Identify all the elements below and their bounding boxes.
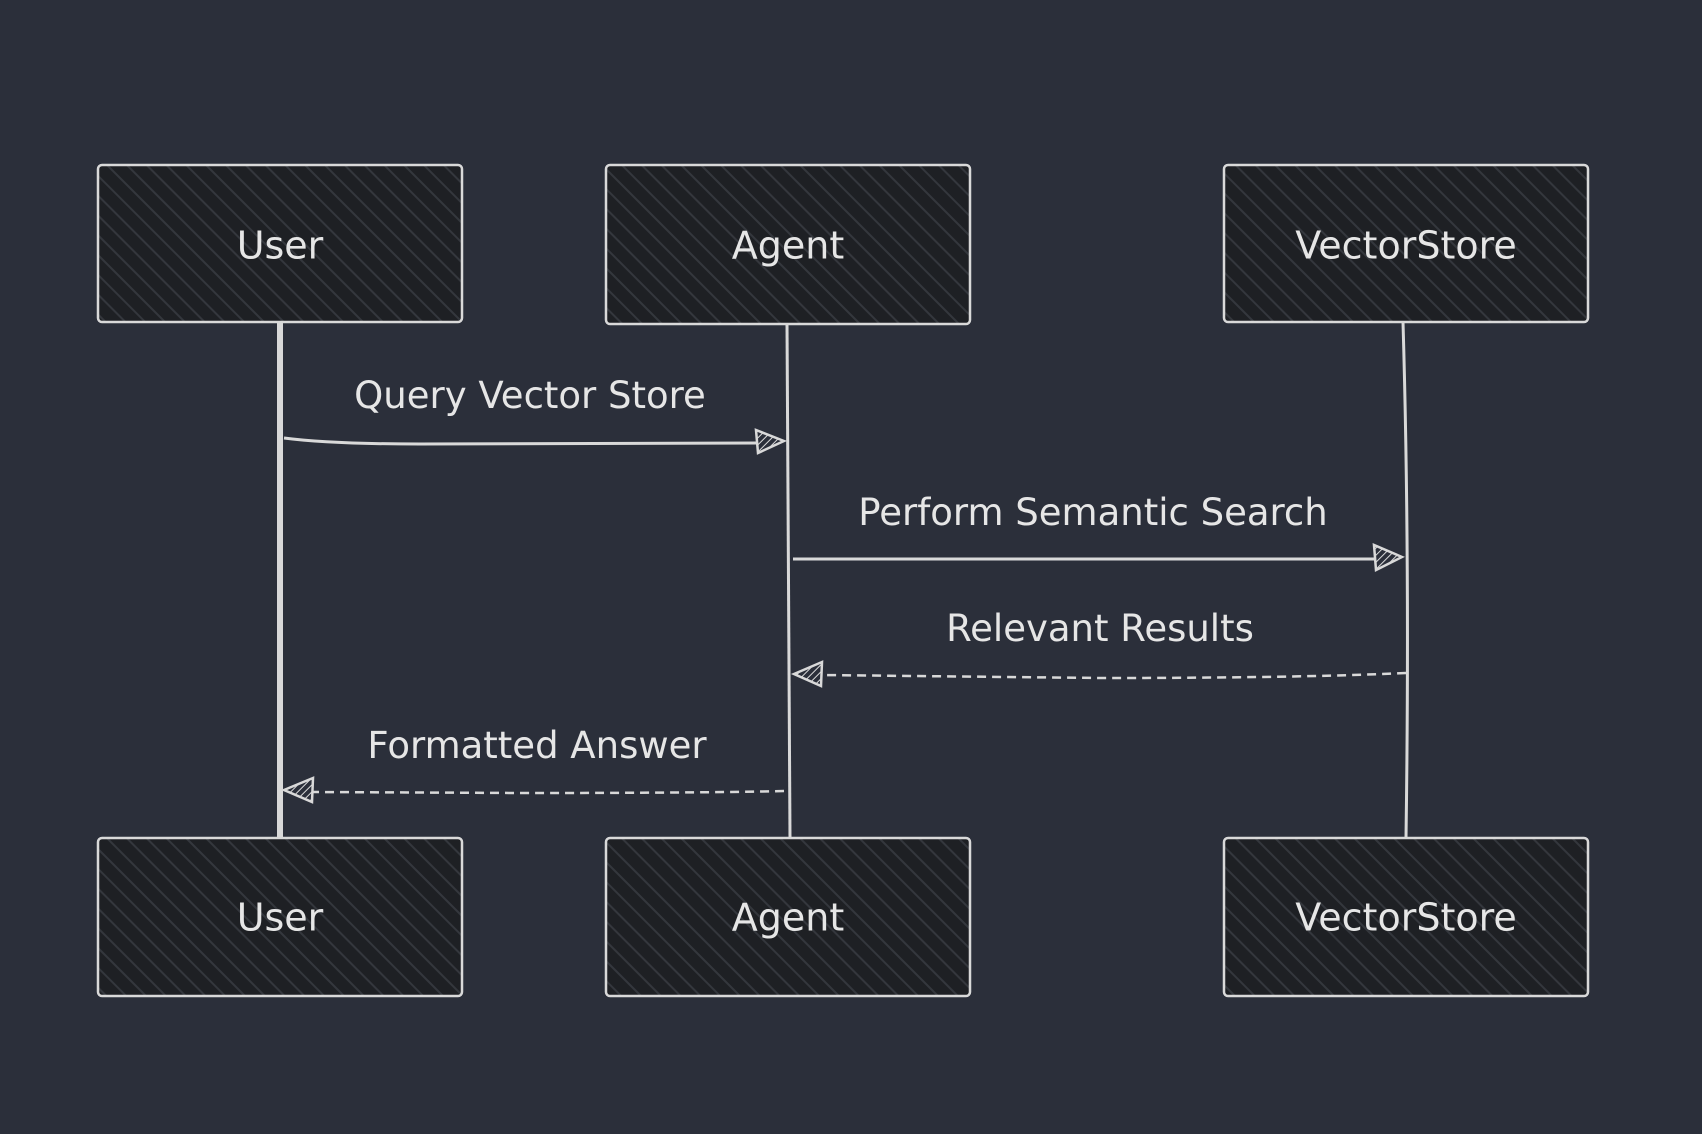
actor-label-user-top: User — [237, 224, 324, 268]
actor-label-vectorstore-bottom: VectorStore — [1295, 896, 1517, 940]
lifeline-agent — [785, 323, 792, 839]
actor-box-vectorstore-bottom: VectorStore — [1222, 836, 1590, 998]
message-label-perform-semantic-search: Perform Semantic Search — [858, 491, 1327, 534]
message-label-relevant-results: Relevant Results — [946, 607, 1254, 650]
actor-box-agent-bottom: Agent — [604, 836, 972, 998]
actor-box-agent-top: Agent — [604, 163, 972, 326]
actor-label-agent-top: Agent — [732, 224, 844, 268]
actor-box-vectorstore-top: VectorStore — [1222, 163, 1590, 324]
message-label-formatted-answer: Formatted Answer — [367, 724, 707, 767]
arrowhead-left-icon — [790, 660, 824, 688]
message-query-vector-store: Query Vector Store — [283, 374, 788, 455]
actor-label-vectorstore-top: VectorStore — [1295, 224, 1517, 268]
arrowhead-left-icon — [280, 776, 315, 804]
arrowhead-right-icon — [754, 428, 788, 455]
message-relevant-results: Relevant Results — [790, 607, 1407, 688]
message-formatted-answer: Formatted Answer — [280, 724, 785, 804]
lifeline-vectorstore — [1401, 321, 1409, 839]
actor-box-user-bottom: User — [96, 836, 464, 998]
actor-box-user-top: User — [96, 163, 464, 324]
actor-label-user-bottom: User — [237, 896, 324, 940]
actor-label-agent-bottom: Agent — [732, 896, 844, 940]
message-perform-semantic-search: Perform Semantic Search — [793, 491, 1405, 572]
message-label-query-vector-store: Query Vector Store — [354, 374, 706, 417]
arrowhead-right-icon — [1372, 543, 1405, 572]
